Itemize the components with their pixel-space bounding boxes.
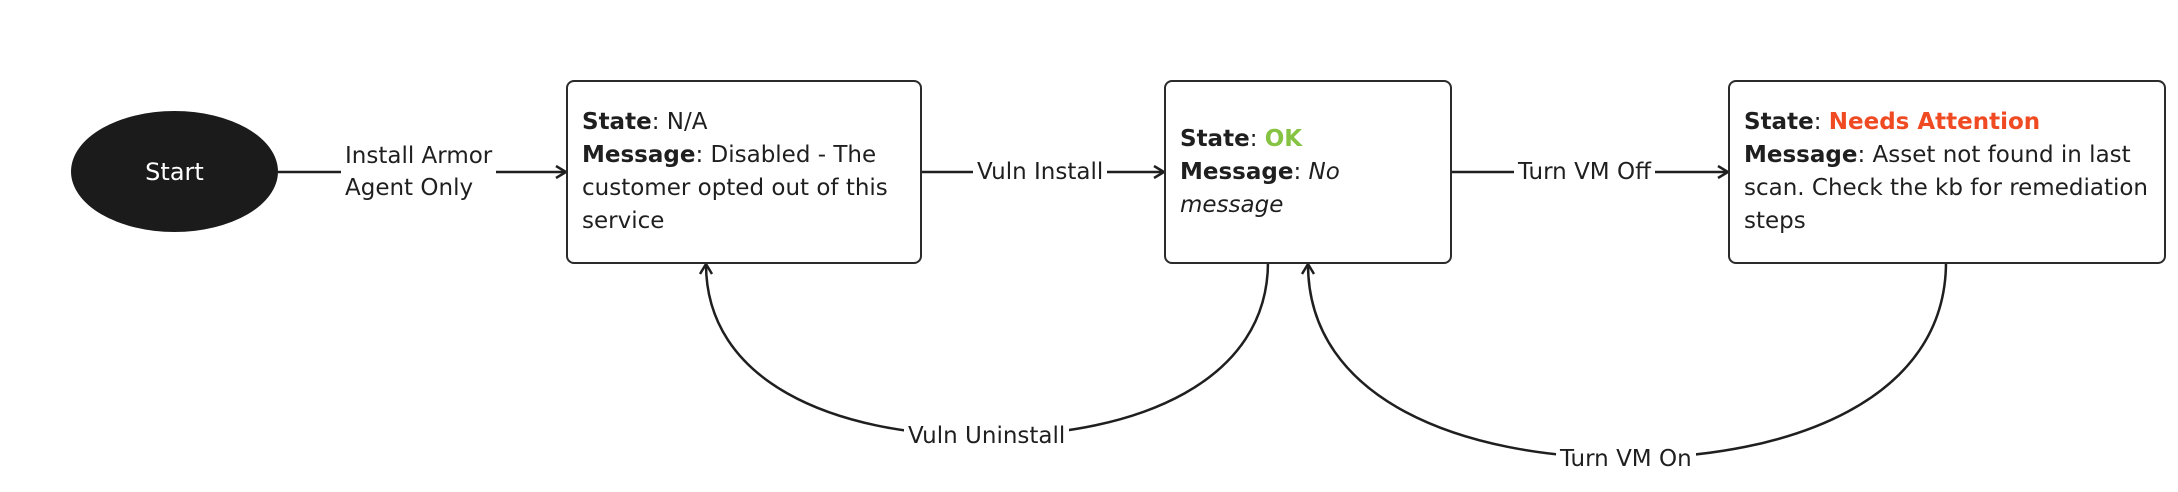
edge-label-vuln-install: Vuln Install: [973, 156, 1108, 188]
message-key: Message: [1180, 158, 1294, 185]
state-key: State: [1744, 109, 1814, 135]
edge-label-install-armor-line2: Agent Only: [345, 175, 474, 201]
state-node-needs-attention[interactable]: State: Needs Attention Message: Asset no…: [1728, 80, 2166, 264]
state-line: State: OK: [1180, 125, 1303, 152]
message-line: Message: No message: [1180, 158, 1340, 218]
state-line: State: Needs Attention: [1744, 109, 2041, 135]
message-line: Message: Disabled - The customer opted o…: [582, 142, 888, 234]
message-key: Message: [582, 142, 696, 168]
message-value: No message: [1180, 158, 1340, 218]
state-key: State: [582, 109, 652, 135]
edge-label-install-armor: Install Armor Agent Only: [341, 140, 497, 204]
message-line: Message: Asset not found in last scan. C…: [1744, 142, 2149, 234]
state-value: N/A: [666, 109, 708, 135]
edge-ok-to-na: [706, 262, 1270, 438]
edge-label-install-armor-line1: Install Armor: [345, 143, 493, 169]
state-value: OK: [1264, 125, 1303, 152]
state-node-na[interactable]: State: N/A Message: Disabled - The custo…: [566, 80, 922, 264]
state-line: State: N/A: [582, 109, 708, 135]
start-label: Start: [145, 157, 204, 186]
edge-attention-to-ok: [1308, 262, 1948, 460]
message-value: Disabled - The customer opted out of thi…: [582, 142, 888, 234]
start-node[interactable]: Start: [71, 111, 278, 232]
edge-label-vuln-uninstall: Vuln Uninstall: [904, 420, 1070, 452]
state-node-ok[interactable]: State: OK Message: No message: [1164, 80, 1452, 264]
message-key: Message: [1744, 142, 1858, 168]
edge-label-turn-vm-on: Turn VM On: [1556, 443, 1696, 475]
edge-label-turn-vm-off: Turn VM Off: [1514, 156, 1655, 188]
state-key: State: [1180, 125, 1250, 152]
state-value: Needs Attention: [1828, 109, 2041, 135]
message-value: Asset not found in last scan. Check the …: [1744, 142, 2149, 234]
